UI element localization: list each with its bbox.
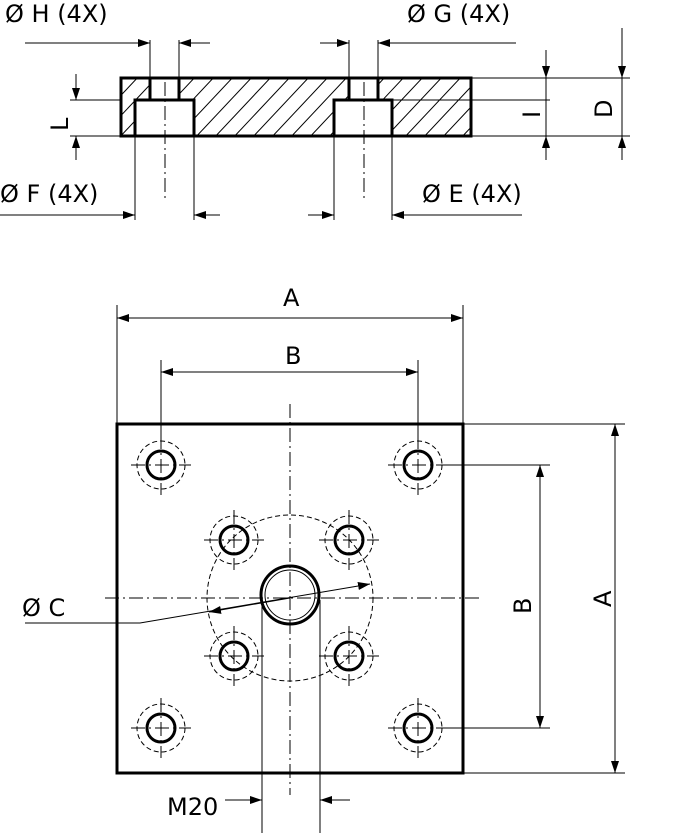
dim-label-g: Ø G (4X)	[407, 0, 510, 28]
side-section-view: Ø H (4X) Ø G (4X) Ø F (4X) Ø E (4X) L I …	[0, 0, 630, 220]
hatch-line	[443, 106, 471, 136]
corner-mounting-hole	[388, 435, 448, 495]
corner-mounting-hole	[388, 698, 448, 758]
hatch-line	[497, 74, 559, 140]
dim-label-l: L	[46, 117, 74, 131]
hatch-line	[272, 78, 328, 136]
hatch-line	[424, 86, 471, 136]
dim-label-c: Ø C	[22, 594, 65, 622]
dim-label-i: I	[518, 111, 546, 118]
hatch-line	[215, 78, 271, 136]
hatch-line	[516, 74, 578, 140]
corner-mounting-hole	[131, 435, 191, 495]
thread-label-m20: M20	[167, 793, 218, 821]
hatch-line	[405, 78, 461, 136]
inner-mounting-hole	[204, 510, 264, 570]
hatch-line	[196, 78, 252, 136]
plate-section	[119, 76, 473, 138]
hatch-line	[253, 78, 309, 136]
center-hole	[259, 564, 321, 626]
dim-label-b-top: B	[285, 342, 301, 370]
inner-mounting-hole	[319, 626, 379, 686]
dim-label-f: Ø F (4X)	[0, 180, 98, 208]
hatch-line	[291, 78, 347, 136]
hatch-line	[234, 78, 290, 136]
hatch-line	[462, 126, 471, 136]
dim-label-b-side: B	[509, 598, 537, 614]
inner-mounting-hole	[204, 626, 264, 686]
hatch-line	[478, 74, 540, 140]
inner-mounting-hole	[319, 510, 379, 570]
dim-label-e: Ø E (4X)	[422, 180, 522, 208]
corner-mounting-hole	[131, 698, 191, 758]
dim-label-a-top: A	[283, 284, 300, 312]
dim-label-h: Ø H (4X)	[5, 0, 108, 28]
top-plan-view: M20 A B A B Ø C	[22, 284, 625, 833]
dim-label-a-side: A	[589, 590, 617, 607]
dim-label-d: D	[590, 100, 618, 118]
hatch-line	[121, 78, 138, 97]
